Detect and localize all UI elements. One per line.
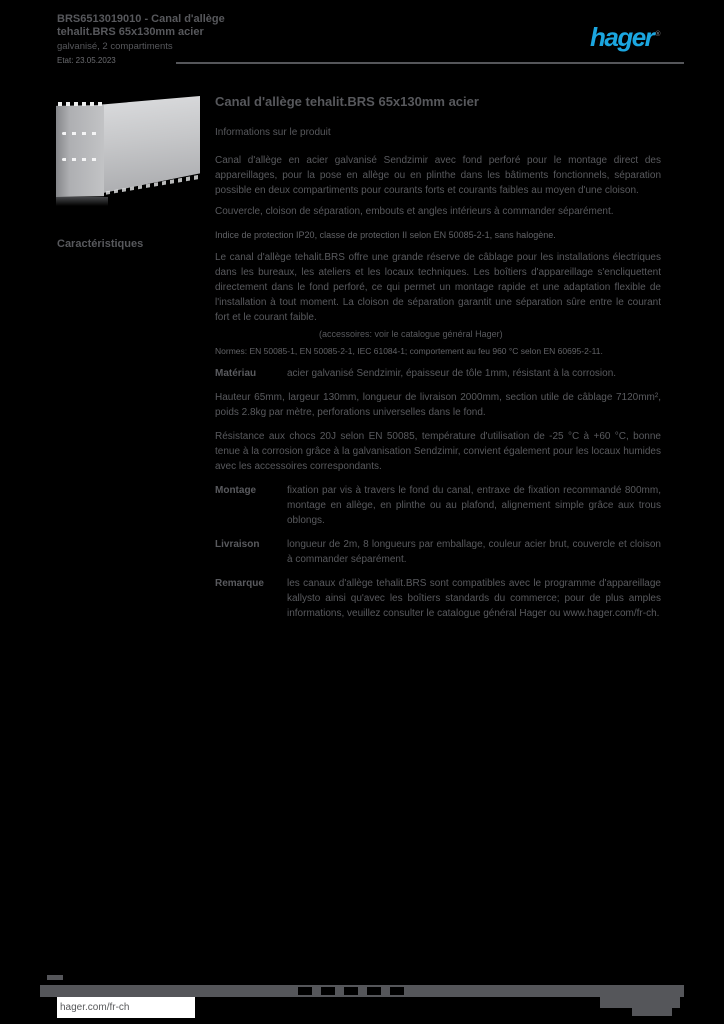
product-title: Canal d'allège tehalit.BRS 65x130mm acie…	[215, 94, 479, 109]
footer-mark	[344, 987, 358, 995]
footer-page-marker	[600, 985, 680, 1008]
product-image	[56, 96, 200, 206]
spec-term: Remarque	[215, 578, 264, 589]
trunking-top-serration	[58, 102, 104, 106]
sidebar-label-caracteristiques: Caractéristiques	[57, 238, 144, 250]
header-divider	[176, 62, 684, 64]
spec-def: les canaux d'allège tehalit.BRS sont com…	[287, 578, 661, 619]
hager-logo[interactable]: hager®	[590, 22, 660, 53]
spec-term: Montage	[215, 485, 257, 496]
footer-url-box: hager.com/fr-ch	[57, 997, 195, 1018]
perforation-row-top	[62, 132, 98, 135]
registered-mark-icon: ®	[655, 31, 660, 39]
footer-band	[40, 985, 684, 997]
footer-mark	[298, 987, 312, 995]
spec-row-remarque: Remarque les canaux d'allège tehalit.BRS…	[215, 576, 661, 621]
footer-mark	[390, 987, 404, 995]
footer-url-link[interactable]: hager.com/fr-ch	[60, 1002, 130, 1013]
spec-row-montage: Montage fixation par vis à travers le fo…	[215, 483, 661, 528]
norms-line: Normes: EN 50085-1, EN 50085-2-1, IEC 61…	[215, 346, 603, 356]
header-reference-block: BRS6513019010 - Canal d'allège tehalit.B…	[57, 13, 297, 66]
spec-row-material: Matériau acier galvanisé Sendzimir, épai…	[215, 366, 661, 381]
footer-marks	[298, 987, 404, 995]
product-note: Couvercle, cloison de séparation, embout…	[215, 206, 614, 217]
trunking-open-channel	[56, 105, 104, 197]
product-description: Canal d'allège en acier galvanisé Sendzi…	[215, 155, 661, 196]
spec-term: Matériau	[215, 368, 257, 379]
footer-mark	[321, 987, 335, 995]
header-ref-line3: galvanisé, 2 compartiments	[57, 41, 173, 52]
spec-def: longueur de 2m, 8 longueurs par emballag…	[287, 539, 661, 565]
spec-paragraph-resistance: Résistance aux chocs 20J selon EN 50085,…	[215, 431, 661, 472]
footer-mark	[367, 987, 381, 995]
header-ref-line1: BRS6513019010 - Canal d'allège	[57, 13, 225, 25]
hager-logo-text: hager	[590, 22, 655, 52]
perforation-row-bottom	[62, 158, 98, 161]
header-state-line: Etat: 23.05.2023	[57, 56, 116, 65]
accessories-note: (accessoires: voir le catalogue général …	[319, 329, 503, 339]
spec-term: Livraison	[215, 539, 260, 550]
footer-small-dash	[47, 975, 63, 980]
protection-note: Indice de protection IP20, classe de pro…	[215, 230, 556, 240]
product-paragraph-2: Le canal d'allège tehalit.BRS offre une …	[215, 252, 661, 323]
spec-def: acier galvanisé Sendzimir, épaisseur de …	[287, 368, 617, 379]
spec-def: fixation par vis à travers le fond du ca…	[287, 485, 661, 526]
product-image-shadow	[56, 197, 108, 206]
product-subtitle: Informations sur le produit	[215, 127, 331, 138]
header-ref-line2: tehalit.BRS 65x130mm acier	[57, 26, 204, 38]
spec-paragraph-dimensions: Hauteur 65mm, largeur 130mm, longueur de…	[215, 392, 661, 418]
footer-page-marker-tab	[632, 1008, 672, 1016]
spec-list: Matériau acier galvanisé Sendzimir, épai…	[215, 366, 661, 621]
content-column: Canal d'allège tehalit.BRS 65x130mm acie…	[215, 94, 661, 621]
spec-row-livraison: Livraison longueur de 2m, 8 longueurs pa…	[215, 537, 661, 567]
